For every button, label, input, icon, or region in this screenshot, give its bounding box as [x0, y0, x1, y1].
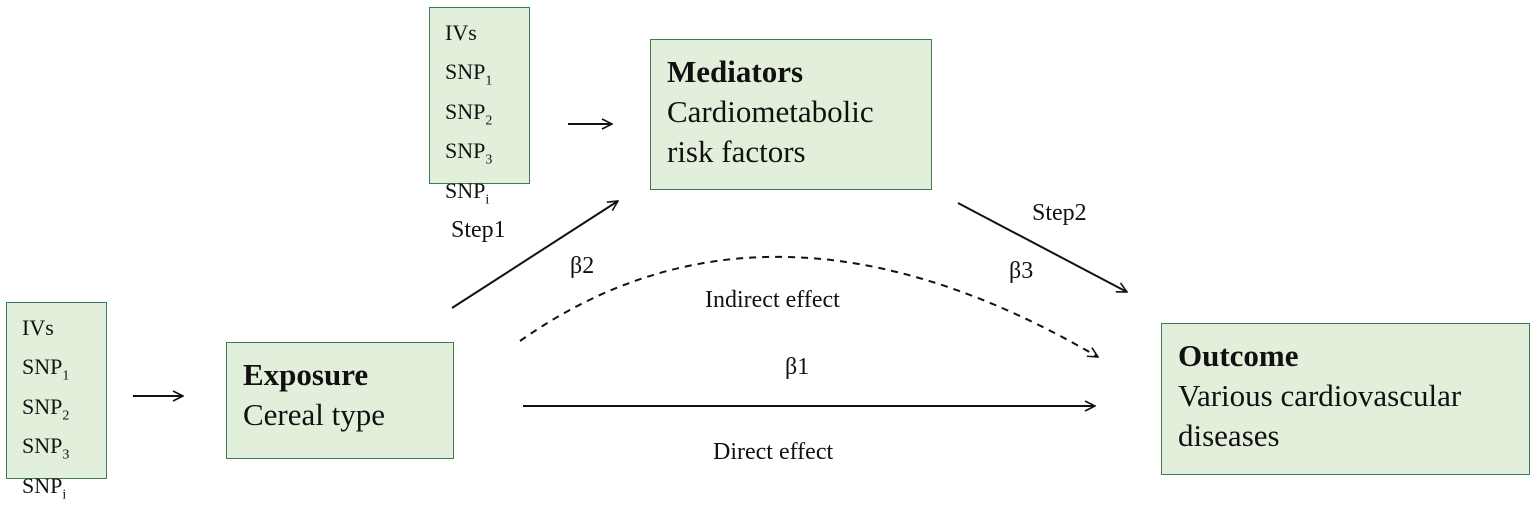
arrow-indirect-effect [519, 255, 1098, 357]
snp-line: SNP2 [445, 98, 493, 129]
ivs-box-top: IVs SNP1 SNP2 SNP3 SNPi [429, 7, 530, 207]
snp-line: SNP2 [22, 393, 70, 424]
mediators-title: Mediators [667, 54, 804, 89]
outcome-title: Outcome [1178, 338, 1299, 373]
ivs-line: IVs [22, 315, 54, 340]
snp-line: SNP3 [445, 138, 493, 168]
snp-line: SNP1 [445, 59, 493, 89]
mediators-line1: Cardiometabolic [667, 94, 874, 129]
beta2-label: β2 [570, 253, 595, 279]
connector-layer [133, 0, 1536, 485]
arrow-step1 [451, 201, 618, 309]
step1-label: Step1 [451, 217, 506, 243]
ivs-line: IVs [445, 20, 477, 45]
step2-label: Step2 [1032, 200, 1087, 226]
snp-line: SNP3 [22, 433, 70, 463]
exposure-line1: Cereal type [243, 397, 386, 432]
beta3-label: β3 [1009, 258, 1034, 284]
snp-line: SNPi [22, 472, 67, 502]
beta1-label: β1 [785, 354, 810, 380]
direct-effect-label: Direct effect [713, 439, 834, 465]
outcome-box: Outcome Various cardiovascular diseases [1161, 323, 1530, 475]
indirect-effect-label: Indirect effect [705, 287, 840, 313]
mediators-line2: risk factors [667, 134, 806, 169]
snp-line: SNP1 [22, 354, 70, 384]
arrow-step2 [957, 202, 1127, 293]
mediators-box: Mediators Cardiometabolic risk factors [650, 39, 932, 190]
outcome-line2: diseases [1178, 418, 1280, 453]
ivs-box-left: IVs SNP1 SNP2 SNP3 SNPi [6, 302, 107, 502]
exposure-box: Exposure Cereal type [226, 342, 454, 459]
snp-line: SNPi [445, 177, 490, 207]
outcome-line1: Various cardiovascular [1178, 378, 1462, 413]
exposure-title: Exposure [243, 357, 369, 392]
